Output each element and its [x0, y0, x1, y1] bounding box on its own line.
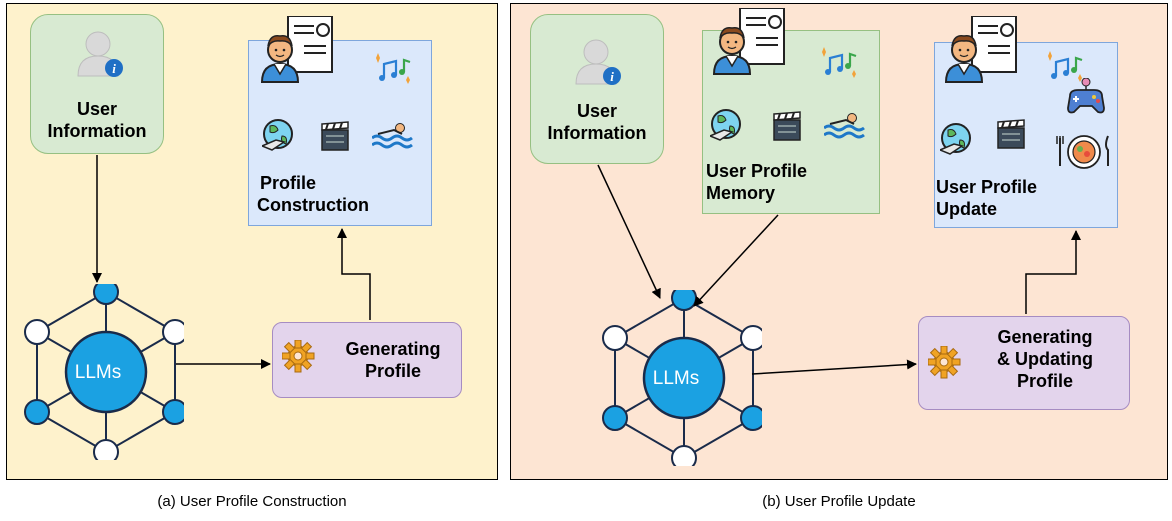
llm-network-a: [24, 284, 184, 460]
user-information-box-b: [530, 14, 664, 164]
llm-network-b: [602, 290, 762, 466]
caption-a: (a) User Profile Construction: [157, 493, 347, 510]
llm-label-b: LLMs: [652, 368, 700, 389]
llm-label-a: LLMs: [74, 362, 122, 383]
caption-b: (b) User Profile Update: [762, 493, 916, 510]
